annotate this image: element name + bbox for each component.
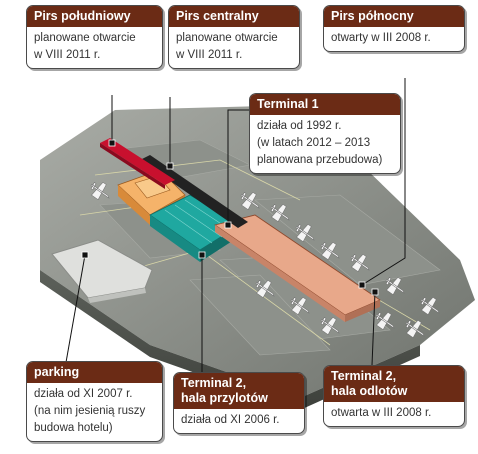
callout-central-pier-title: Pirs centralny xyxy=(169,6,299,27)
callout-south-pier-line: w VIII 2011 r. xyxy=(34,49,101,61)
south-pier-building xyxy=(100,138,175,189)
callout-t2-departures-title-line: hala odlotów xyxy=(331,384,408,398)
callout-terminal1-title: Terminal 1 xyxy=(250,94,400,115)
callout-terminal1: Terminal 1 działa od 1992 r. (w latach 2… xyxy=(249,93,401,174)
leader-markers xyxy=(81,139,379,296)
callout-south-pier: Pirs południowy planowane otwarcie w VII… xyxy=(26,5,163,69)
callout-terminal1-line: (w latach 2012 – 2013 xyxy=(257,137,371,149)
callout-north-pier-line: otwarty w III 2008 r. xyxy=(331,32,431,44)
callout-t2-arrivals-title: Terminal 2, hala przylotów xyxy=(174,373,304,409)
callout-t2-arrivals-title-line: hala przylotów xyxy=(181,391,268,405)
callout-t2-arrivals-title-line: Terminal 2, xyxy=(181,376,247,390)
callout-terminal1-line: planowana przebudowa) xyxy=(257,154,383,166)
callout-central-pier: Pirs centralny planowane otwarcie w VIII… xyxy=(168,5,300,69)
callout-t2-departures-line: otwarta w III 2008 r. xyxy=(331,407,432,419)
callout-terminal1-line: działa od 1992 r. xyxy=(257,120,342,132)
callout-parking-line: budowa hotelu) xyxy=(34,422,113,434)
callout-parking-line: działa od XI 2007 r. xyxy=(34,388,133,400)
callout-parking: parking działa od XI 2007 r. (na nim jes… xyxy=(26,361,163,442)
callout-t2-departures-title: Terminal 2, hala odlotów xyxy=(324,366,464,402)
parked-aircraft xyxy=(90,181,440,339)
callout-central-pier-line: w VIII 2011 r. xyxy=(176,49,243,61)
callout-north-pier: Pirs północny otwarty w III 2008 r. xyxy=(323,5,465,52)
callout-t2-departures-title-line: Terminal 2, xyxy=(331,369,397,383)
callout-t2-arrivals: Terminal 2, hala przylotów działa od XI … xyxy=(173,372,305,434)
callout-south-pier-line: planowane otwarcie xyxy=(34,32,136,44)
callout-t2-arrivals-line: działa od XI 2006 r. xyxy=(181,414,280,426)
callout-t2-departures: Terminal 2, hala odlotów otwarta w III 2… xyxy=(323,365,465,427)
callout-parking-title: parking xyxy=(27,362,162,383)
parking-lot xyxy=(51,239,153,303)
north-pier-building xyxy=(213,214,381,322)
callout-parking-line: (na nim jesienią ruszy xyxy=(34,405,146,417)
callout-south-pier-title: Pirs południowy xyxy=(27,6,162,27)
callout-north-pier-title: Pirs północny xyxy=(324,6,464,27)
central-pier-building xyxy=(140,155,248,228)
callout-central-pier-line: planowane otwarcie xyxy=(176,32,278,44)
